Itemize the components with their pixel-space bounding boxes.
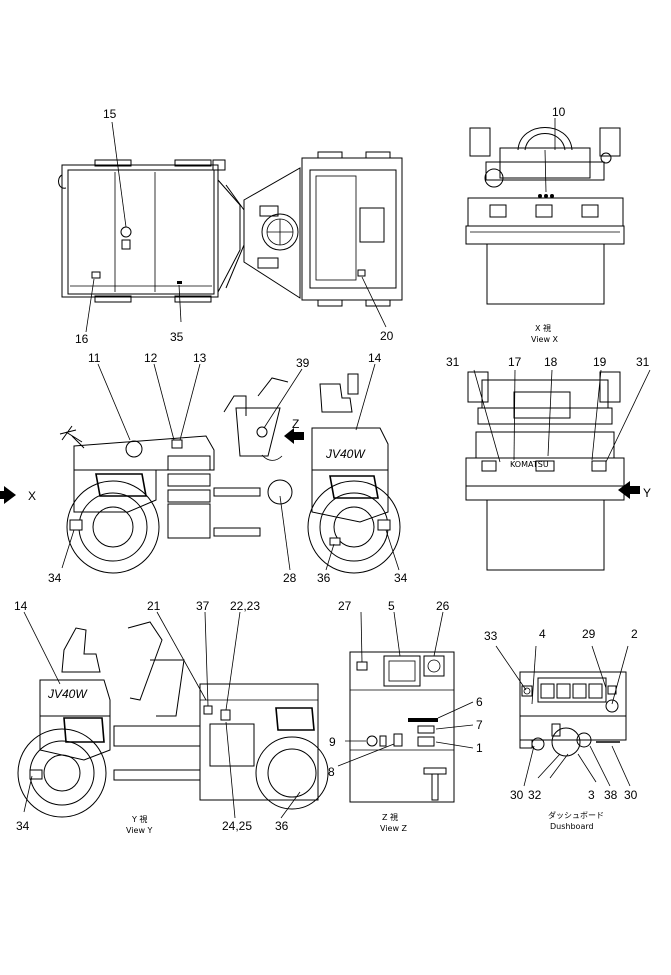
callout-26: 26	[436, 599, 450, 613]
callout-34-front: 34	[48, 571, 62, 585]
view-y-caption-jp: Y 視	[131, 815, 147, 824]
callout-34-view-y: 34	[16, 819, 30, 833]
side-view	[0, 363, 401, 574]
callout-22-23: 22,23	[230, 599, 260, 613]
view-y	[17, 611, 329, 819]
callout-30-right: 30	[624, 788, 638, 802]
callout-29: 29	[582, 627, 596, 641]
callout-9: 9	[329, 735, 336, 749]
callout-2: 2	[631, 627, 638, 641]
callout-34-rear: 34	[394, 571, 408, 585]
callout-28: 28	[283, 571, 297, 585]
callout-8: 8	[328, 765, 335, 779]
dashboard-caption-en: Dushboard	[550, 822, 594, 831]
callout-20: 20	[380, 329, 394, 343]
callout-7: 7	[476, 718, 483, 732]
callout-6: 6	[476, 695, 483, 709]
view-z-caption-jp: Z 視	[382, 813, 398, 822]
model-decal-view-y: JV40W	[47, 687, 88, 701]
callout-13: 13	[193, 351, 207, 365]
callout-14-view-y: 14	[14, 599, 28, 613]
callout-32: 32	[528, 788, 542, 802]
dashboard-view	[495, 645, 631, 787]
callout-35: 35	[170, 330, 184, 344]
callout-36-side: 36	[317, 571, 331, 585]
view-z-caption-en: View Z	[380, 824, 408, 833]
callout-37: 37	[196, 599, 210, 613]
callout-10: 10	[552, 105, 566, 119]
callout-31-right: 31	[636, 355, 650, 369]
callout-19: 19	[593, 355, 607, 369]
callout-15: 15	[103, 107, 117, 121]
callout-21: 21	[147, 599, 161, 613]
callout-24-25: 24,25	[222, 819, 252, 833]
maker-decal: KOMATSU	[510, 460, 549, 469]
top-view	[58, 121, 403, 333]
view-z	[337, 611, 474, 803]
arrow-label-z: Z	[292, 417, 299, 431]
callout-5: 5	[388, 599, 395, 613]
callout-36-view-y: 36	[275, 819, 289, 833]
callout-18: 18	[544, 355, 558, 369]
callout-12: 12	[144, 351, 158, 365]
callout-11: 11	[88, 351, 101, 365]
view-x-caption-jp: X 視	[535, 324, 551, 333]
callout-16: 16	[75, 332, 89, 346]
view-x-caption-en: View X	[531, 335, 559, 344]
view-x	[465, 118, 625, 305]
model-decal-side: JV40W	[325, 447, 366, 461]
callout-1: 1	[476, 741, 483, 755]
arrow-label-y: Y	[643, 486, 651, 500]
callout-33: 33	[484, 629, 498, 643]
callout-27: 27	[338, 599, 352, 613]
callout-14-side: 14	[368, 351, 382, 365]
arrow-label-x: X	[28, 489, 36, 503]
callout-30-left: 30	[510, 788, 524, 802]
callout-4: 4	[539, 627, 546, 641]
callout-3: 3	[588, 788, 595, 802]
callout-38: 38	[604, 788, 618, 802]
callout-39: 39	[296, 356, 310, 370]
callout-17: 17	[508, 355, 522, 369]
callout-31-left: 31	[446, 355, 460, 369]
dashboard-caption-jp: ダッシュボード	[548, 810, 604, 820]
view-y-caption-en: View Y	[126, 826, 153, 835]
rear-view	[465, 369, 651, 571]
